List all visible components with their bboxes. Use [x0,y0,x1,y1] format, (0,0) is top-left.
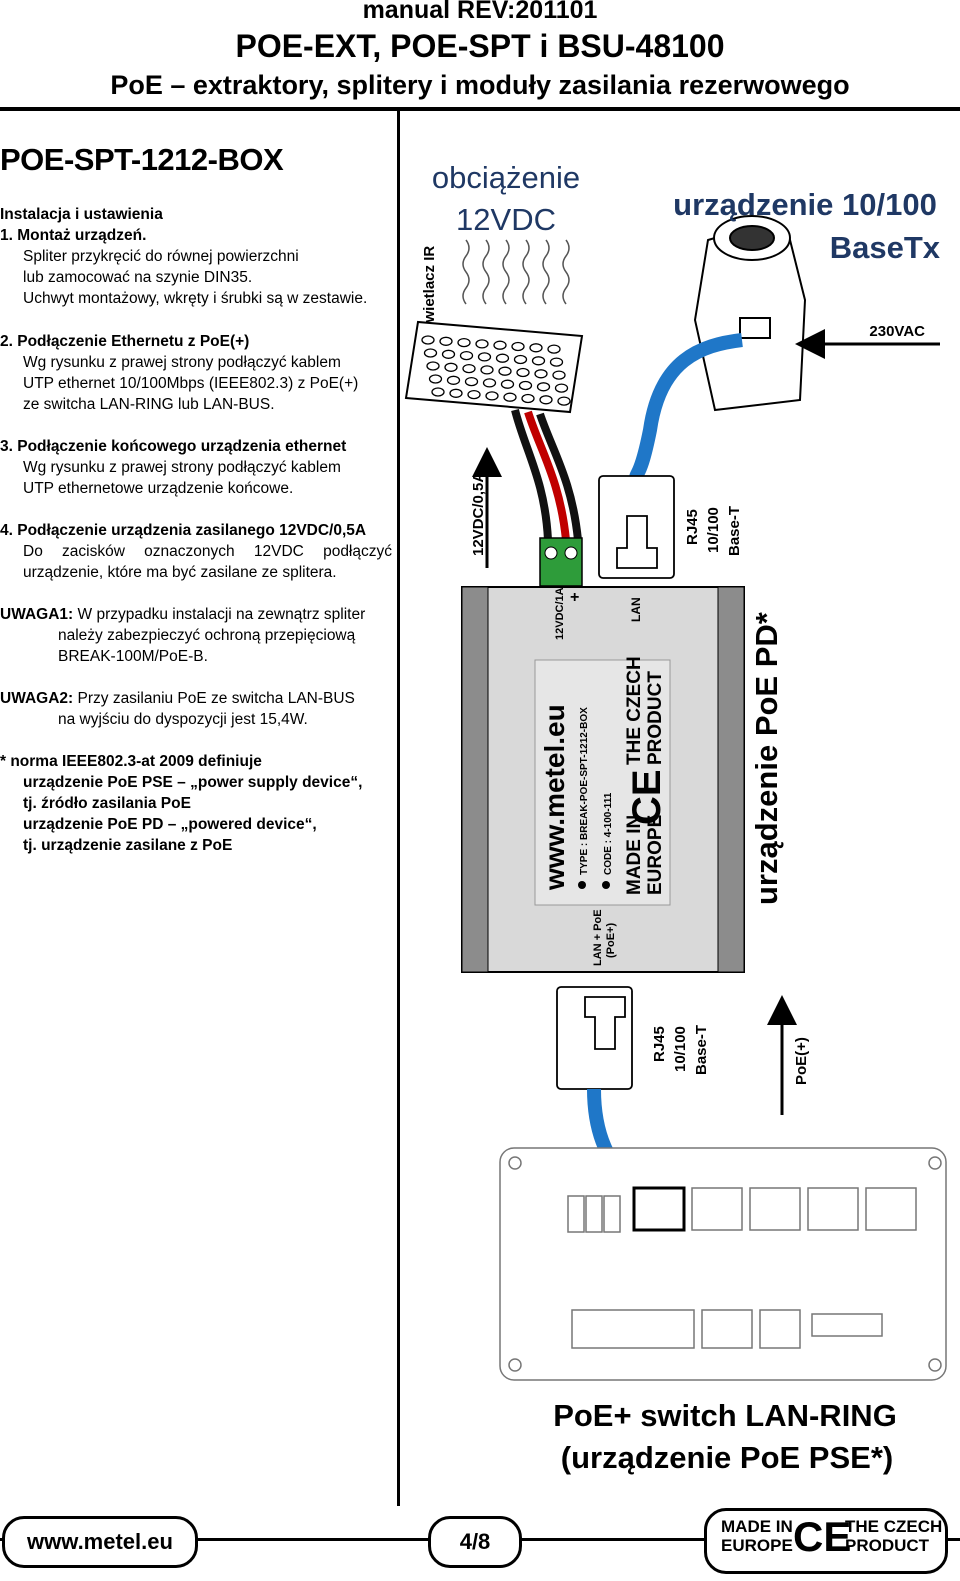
step2-heading: 2. Podłączenie Ethernetu z PoE(+) [0,333,250,350]
warning1-label: UWAGA1: [0,606,74,623]
box-code: CODE : 4-100-111 [603,792,614,875]
type-bullet-icon [578,881,586,889]
footer-made-in-badge: MADE IN EUROPE CE THE CZECH PRODUCT [704,1508,948,1574]
rj45-top-label: RJ45 [684,509,701,545]
step3-line: UTP ethernetowe urządzenie końcowe. [23,480,294,497]
box-made-in: MADE IN [624,815,645,895]
product-subtitle: PoE – extraktory, splitery i moduły zasi… [110,70,850,100]
ac-label: 230VAC [869,323,925,340]
power-cable-icon [511,409,582,541]
footnote-line: tj. źródło zasilania PoE [23,795,191,812]
warning2-line: na wyjściu do dyspozycji jest 15,4W. [58,711,308,728]
wiring-diagram: obciążenie 12VDC oświetlacz IR 12VDC/0,5… [404,160,947,1475]
box-czech: THE CZECH [624,656,645,765]
ce-mark-icon: CE [793,1513,852,1560]
step3-line: Wg rysunku z prawej strony podłączyć kab… [23,459,341,476]
product-title: POE-EXT, POE-SPT i BSU-48100 [235,28,725,64]
box-lanpoe-sub: (PoE+) [605,923,617,958]
ir-illuminator-label: oświetlacz IR [421,246,438,340]
rj45-top-icon [598,475,675,579]
box-lan-label: LAN [629,597,643,622]
column-divider [397,111,400,1506]
step1-heading: 1. Montaż urządzeń. [0,227,147,244]
ethernet-cable-top-icon [629,333,743,481]
step3-heading: 3. Podłączenie końcowego urządzenia ethe… [0,438,347,455]
step4-heading: 4. Podłączenie urządzenia zasilanego 12V… [0,522,367,539]
step2-line: Wg rysunku z prawej strony podłączyć kab… [23,354,341,371]
switch-subtitle: (urządzenie PoE PSE*) [561,1440,893,1475]
step1-line: lub zamocować na szynie DIN35. [23,269,253,286]
step2-line: UTP ethernet 10/100Mbps (IEEE802.3) z Po… [23,375,359,392]
box-europe: EUROPE [645,815,666,895]
box-product: PRODUCT [645,671,666,765]
warning2: UWAGA2: Przy zasilaniu PoE ze switcha LA… [0,688,392,730]
warning2-label: UWAGA2: [0,690,74,707]
rj45-bottom-icon [556,986,633,1090]
warning2-text: Przy zasilaniu PoE ze switcha LAN-BUS [73,690,355,707]
footer-product: PRODUCT [845,1536,930,1555]
step2-line: ze switcha LAN-RING lub LAN-BUS. [23,396,275,413]
power-arrow-label: 12VDC/0,5A [470,472,487,556]
step1-line: Spliter przykręcić do równej powierzchni [23,248,299,265]
load-voltage: 12VDC [456,202,556,237]
warning1: UWAGA1: W przypadku instalacji na zewnąt… [0,604,392,667]
footnote-line: urządzenie PoE PD – „powered device“, [23,816,317,833]
code-bullet-icon [602,881,610,889]
pd-label: urządzenie PoE PD* [749,611,784,905]
rj45-bottom-speed: 10/100 [672,1026,689,1072]
device-title: urządzenie 10/100 [673,187,937,222]
manual-revision: manual REV:201101 [362,0,598,24]
ieee-footnote: * norma IEEE802.3-at 2009 definiuje urzą… [0,751,392,856]
ir-illuminator-icon [404,320,584,414]
installation-instructions: Instalacja i ustawienia 1. Montaż urządz… [0,204,392,309]
box-ce-mark-icon: CE [625,769,669,825]
page-number: 4/8 [428,1516,522,1568]
footnote-line: * norma IEEE802.3-at 2009 definiuje [0,753,262,770]
step3: 3. Podłączenie końcowego urządzenia ethe… [0,436,392,499]
box-website: www.metel.eu [539,704,570,891]
footnote-line: urządzenie PoE PSE – „power supply devic… [23,774,363,791]
box-plus-label: + [570,589,579,606]
splitter-box [461,586,745,973]
box-type: TYPE : BREAK-POE-SPT-1212-BOX [579,707,590,875]
header-divider [0,107,960,111]
box-lanpoe-label: LAN + PoE [592,909,604,966]
poe-switch-icon [499,1147,947,1381]
warning1-text: W przypadku instalacji na zewnątrz split… [73,606,366,623]
section-title: POE-SPT-1212-BOX [0,142,284,177]
warning1-line: należy zabezpieczyć ochroną przepięciową [58,627,356,644]
rj45-top-standard: Base-T [726,506,743,556]
device-subtitle: BaseTx [830,230,941,265]
footnote-line: tj. urządzenie zasilane z PoE [23,837,233,854]
rj45-top-speed: 10/100 [705,507,722,553]
step2: 2. Podłączenie Ethernetu z PoE(+) Wg rys… [0,331,392,415]
camera-device-icon [693,215,807,412]
footer-czech: THE CZECH [845,1517,943,1536]
step4: 4. Podłączenie urządzenia zasilanego 12V… [0,520,392,583]
poe-arrow-label: PoE(+) [793,1037,810,1085]
step4-line: urządzenie, które ma być zasilane ze spl… [23,564,337,581]
box-12vdc-label: 12VDC/1A [554,587,566,640]
warning1-line: BREAK-100M/PoE-B. [58,648,208,665]
footer-europe: EUROPE [721,1536,793,1555]
step1-line: Uchwyt montażowy, wkręty i śrubki są w z… [23,290,368,307]
rj45-bottom-label: RJ45 [651,1026,668,1062]
footer-made-in: MADE IN [721,1517,793,1536]
intro-heading: Instalacja i ustawienia [0,206,163,223]
step4-line: Do zacisków oznaczonych 12VDC podłączyć [23,543,392,560]
load-title: obciążenie [432,160,580,195]
switch-title: PoE+ switch LAN-RING [553,1398,897,1433]
footer-website: www.metel.eu [2,1516,198,1568]
terminal-block-icon [539,537,583,587]
heat-waves-icon [462,239,570,305]
rj45-bottom-standard: Base-T [693,1025,710,1075]
